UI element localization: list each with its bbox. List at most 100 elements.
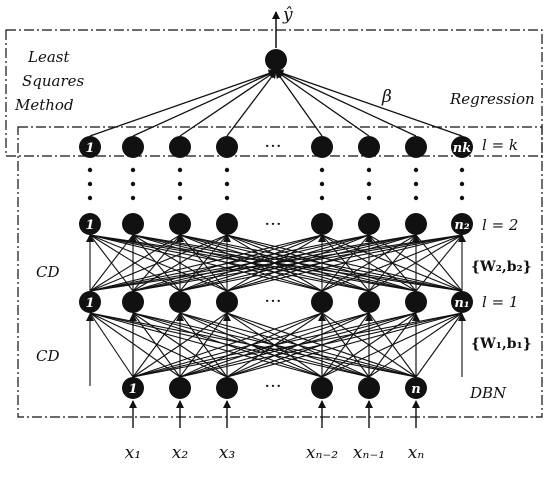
layer-k-node (358, 136, 380, 158)
weight-connection-l1-l2 (89, 234, 417, 292)
ellipsis-l2: ··· (264, 214, 281, 235)
layer-1-node (169, 291, 191, 313)
vertical-ellipsis-dots (87, 167, 465, 201)
regression-label: Regression (449, 90, 535, 108)
weight-connection-l1-l2 (89, 234, 134, 292)
ellipsis-l1: ··· (264, 291, 281, 312)
ellipsis-dot (459, 181, 465, 187)
layer-2-node (358, 213, 380, 235)
ellipsis-dot (130, 195, 136, 201)
input-label: x₂ (172, 443, 189, 463)
layer-k-node (122, 136, 144, 158)
connection-lines (86, 69, 466, 386)
input-node-label: n (411, 382, 420, 397)
input-label: xₙ₋₁ (353, 443, 385, 463)
layer-k-node (169, 136, 191, 158)
input-node (216, 377, 238, 399)
cd-label-upper: CD (36, 263, 60, 281)
weight-connection-l1-l2 (132, 234, 181, 292)
ellipsis-dot (366, 167, 372, 173)
output-node (265, 49, 287, 71)
weight-connection-l1-l2 (89, 234, 463, 292)
weight-connection-l1-l2 (89, 234, 370, 292)
ellipsis-dot (413, 167, 419, 173)
layer-k-node (451, 136, 473, 158)
layer-label-l2: l = 2 (482, 216, 518, 234)
beta-label: β (381, 87, 392, 107)
layer-k-node (405, 136, 427, 158)
input-node (358, 377, 380, 399)
layer-1-node (79, 291, 101, 313)
ellipsis-top: ··· (264, 136, 281, 157)
weight-connection-l1-l2 (89, 234, 181, 292)
ellipsis-dot (224, 167, 230, 173)
ellipsis-dot (459, 167, 465, 173)
layer-2-node (405, 213, 427, 235)
weight-connection-in-l1 (368, 312, 417, 378)
weight-connection-in-l1 (89, 312, 228, 378)
weight-connection-l1-l2 (89, 234, 323, 292)
ellipsis-dot (459, 195, 465, 201)
layer-1-node (451, 291, 473, 313)
weight-connection-in-l1 (89, 312, 181, 378)
output-connection (275, 69, 463, 137)
output-connection (226, 70, 277, 137)
layer-k-node (79, 136, 101, 158)
ellipsis-dot (177, 195, 183, 201)
ellipsis-dot (130, 167, 136, 173)
ellipsis-dot (87, 181, 93, 187)
output-label: ŷ (282, 5, 293, 25)
ellipsis-dot (130, 181, 136, 187)
layer-label-l1: l = 1 (482, 293, 518, 311)
layer-k-node-label: 1 (85, 141, 94, 156)
weight-connection-in-l1 (179, 312, 228, 378)
layer-k-node (216, 136, 238, 158)
input-node (405, 377, 427, 399)
ellipsis-dot (413, 195, 419, 201)
ellipsis-dot (366, 181, 372, 187)
weight-connection-in-l1 (89, 312, 417, 378)
ellipsis-dot (177, 167, 183, 173)
weight-connection-l1-l2 (368, 234, 463, 292)
layer-k-node (311, 136, 333, 158)
layer-2-node (216, 213, 238, 235)
weight-connection-in-l1 (132, 312, 181, 378)
layer-1-node-label: 1 (85, 296, 94, 311)
ellipsis-dot (224, 195, 230, 201)
ellipsis-dot (413, 181, 419, 187)
output-connection (179, 70, 277, 137)
weight-connection-l1-l2 (132, 234, 463, 292)
weight-connection-in-l1 (89, 312, 323, 378)
ellipsis-dot (177, 181, 183, 187)
input-arrows: x₁ x₂ x₃ xₙ₋₂ xₙ₋₁ xₙ (125, 400, 425, 463)
input-node (122, 377, 144, 399)
weight-connection-l1-l2 (321, 234, 463, 292)
cd-label-lower: CD (36, 347, 60, 365)
output-connection (275, 70, 417, 137)
layer-1-node (405, 291, 427, 313)
input-node (169, 377, 191, 399)
weights-label-2: {W₂,b₂} (471, 259, 532, 275)
ellipsis-dot (319, 195, 325, 201)
ellipsis-dot (87, 167, 93, 173)
input-label: xₙ (408, 443, 425, 463)
layer-label-top: l = k (482, 136, 518, 154)
layer-1-node (358, 291, 380, 313)
input-label: xₙ₋₂ (306, 443, 338, 463)
ellipsis-dot (319, 181, 325, 187)
layer-k-node-label: nk (453, 141, 471, 156)
layer-1-node-label: n₁ (454, 296, 469, 311)
weight-connection-l1-l2 (226, 234, 463, 292)
input-node (311, 377, 333, 399)
input-label: x₁ (125, 443, 141, 463)
output-connection (275, 70, 370, 137)
layer-2-node (451, 213, 473, 235)
ellipsis-dot (366, 195, 372, 201)
weight-connection-in-l1 (226, 312, 463, 378)
layer-2-node (169, 213, 191, 235)
layer-1-node (122, 291, 144, 313)
weight-connection-l1-l2 (415, 234, 463, 292)
input-label: x₃ (219, 443, 236, 463)
